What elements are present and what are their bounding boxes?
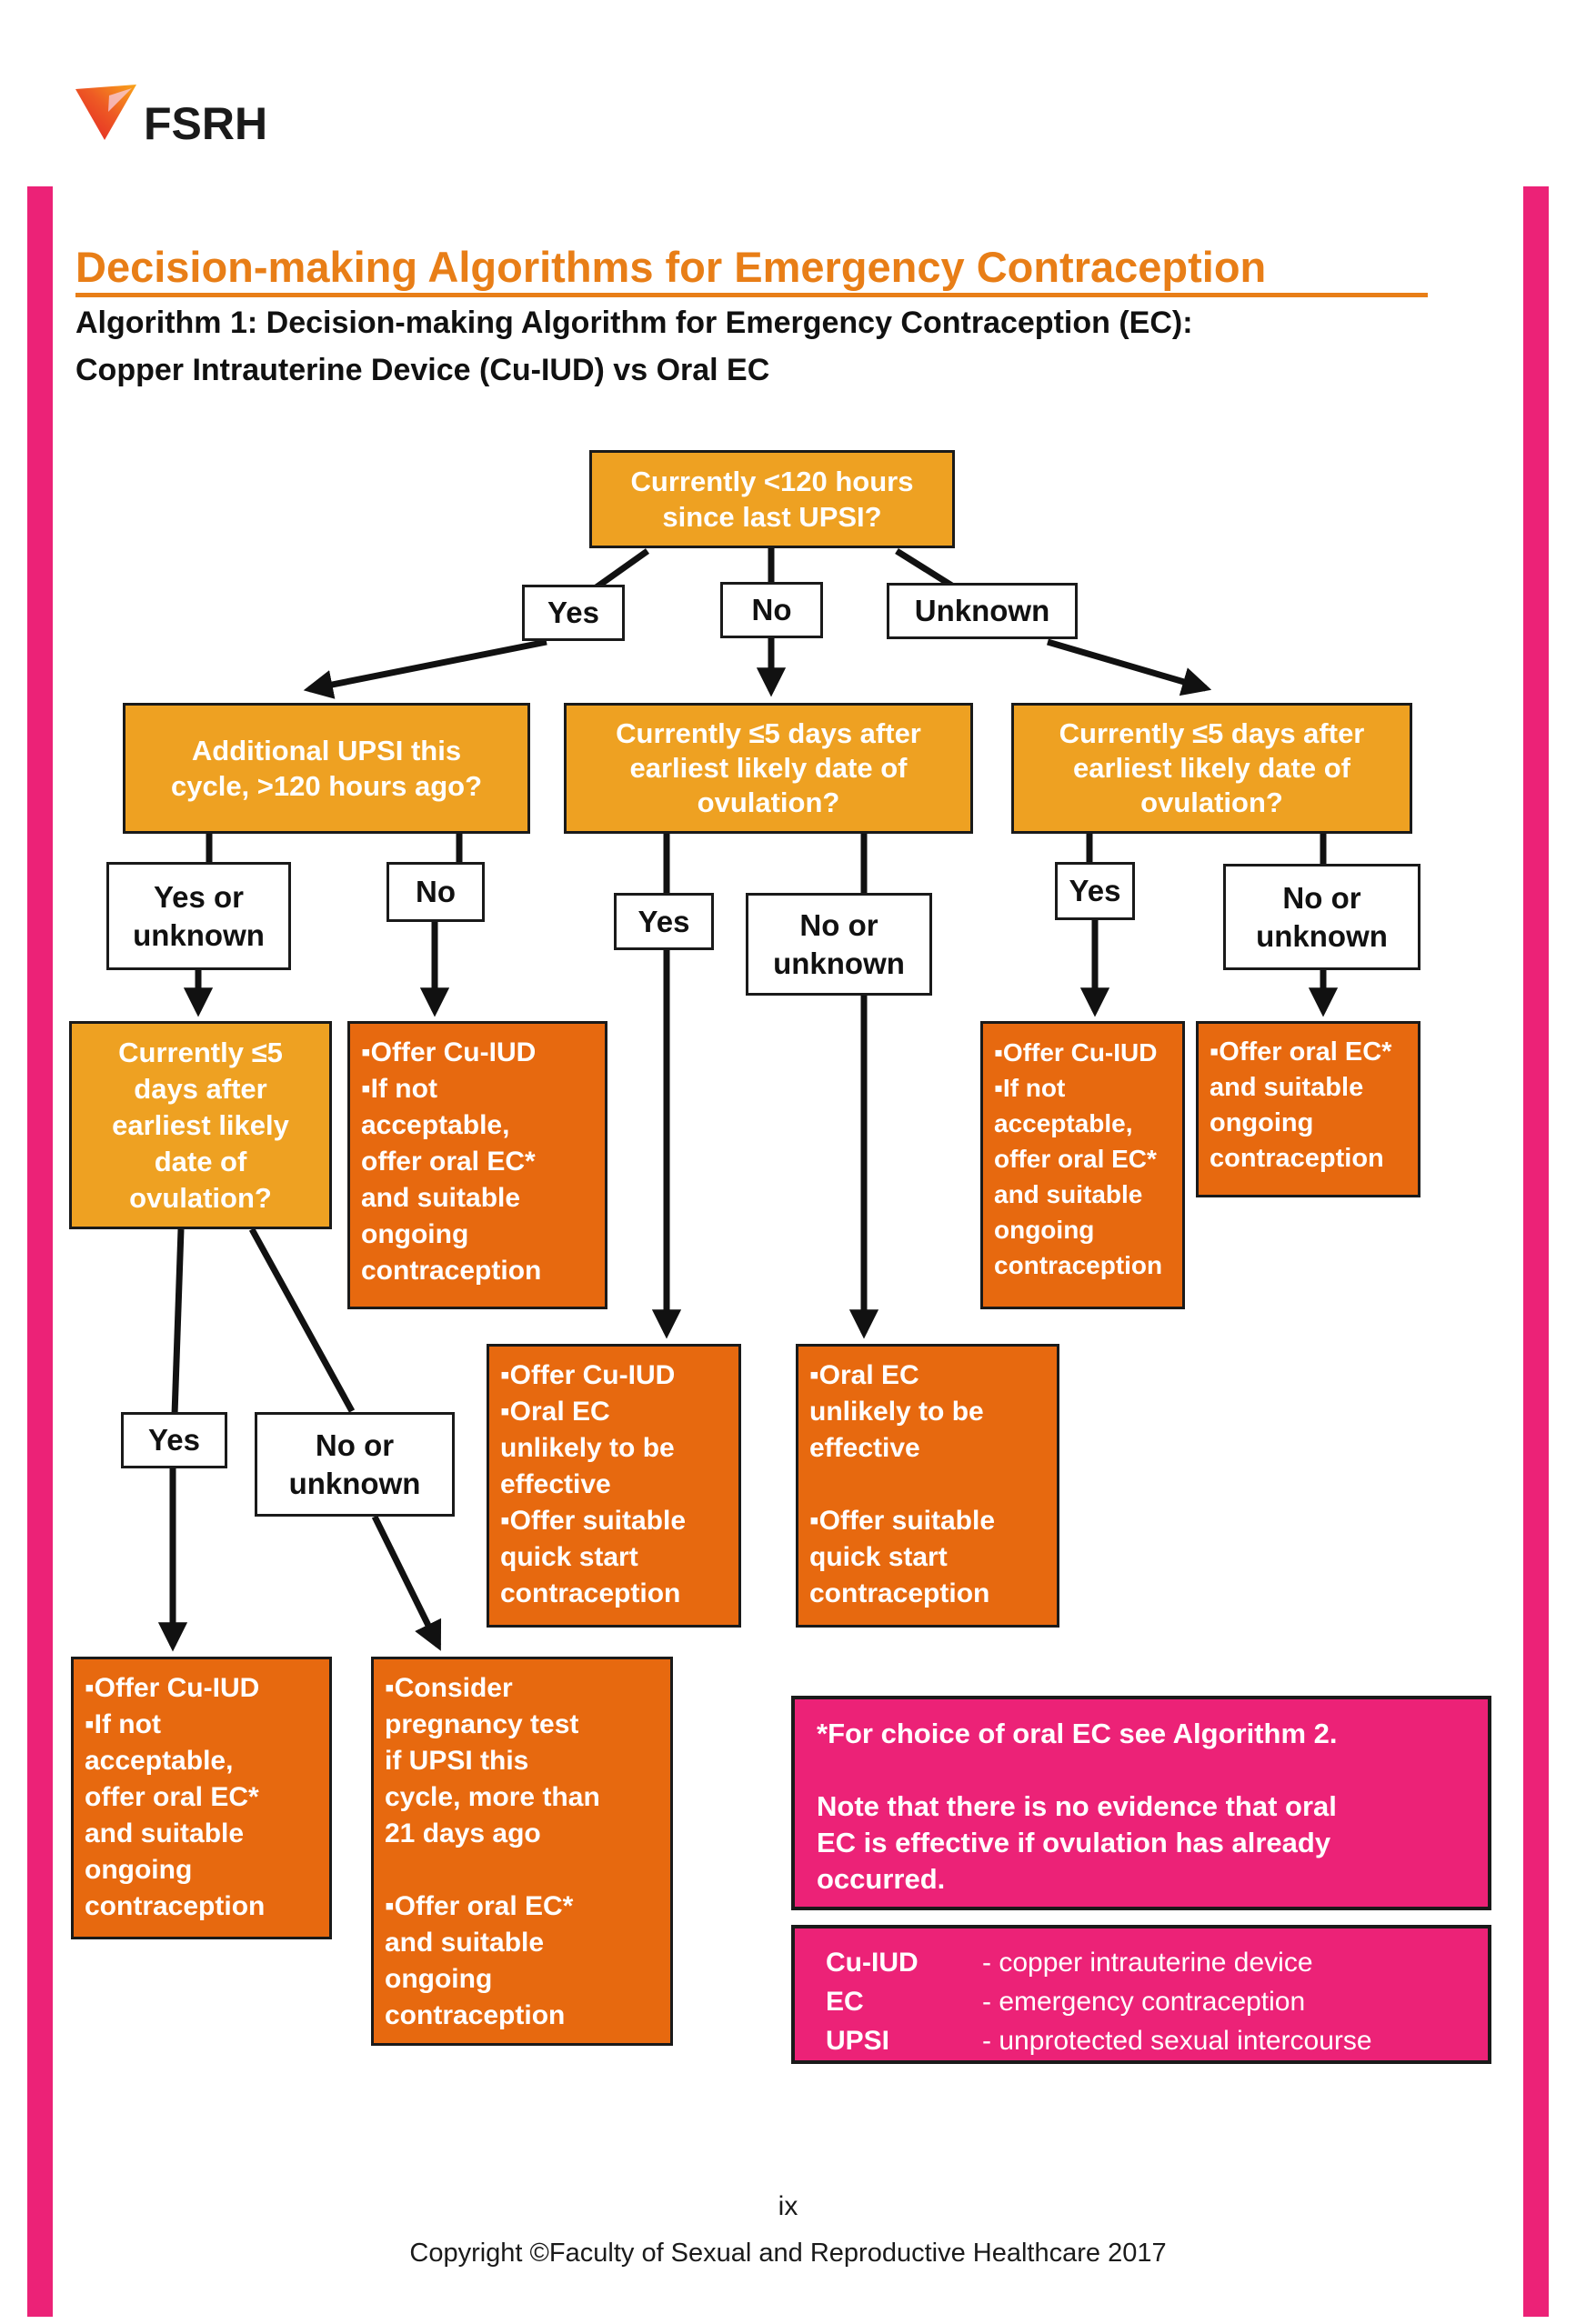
subtitle-line-1: Algorithm 1: Decision-making Algorithm f…: [75, 306, 1193, 340]
legend-row: EC - emergency contraception: [826, 1982, 1488, 2021]
legend-abbr: UPSI: [826, 2026, 890, 2056]
algorithm-note-box: *For choice of oral EC see Algorithm 2. …: [791, 1696, 1491, 1910]
node-ans-no-or-unknown-bottom: No or unknown: [255, 1412, 455, 1517]
node-consider-pregnancy-test: ▪Consider pregnancy test if UPSI this cy…: [371, 1657, 673, 2046]
legend-def: - copper intrauterine device: [982, 1948, 1313, 1978]
node-ans-yes-top: Yes: [522, 585, 625, 641]
node-ans-yes-right: Yes: [1055, 862, 1135, 920]
copyright-line: Copyright ©Faculty of Sexual and Reprodu…: [409, 2239, 1167, 2268]
legend-abbr: EC: [826, 1987, 864, 2017]
legend-row: Cu-IUD - copper intrauterine device: [826, 1943, 1488, 1982]
legend-row: UPSI - unprotected sexual intercourse: [826, 2021, 1488, 2060]
legend-box: Cu-IUD - copper intrauterine device EC -…: [791, 1925, 1491, 2064]
title-underline: [75, 293, 1428, 297]
node-q-ovulation-mid: Currently ≤5 days after earliest likely …: [564, 703, 973, 834]
node-offer-oral-ec-right: ▪Offer oral EC* and suitable ongoing con…: [1196, 1021, 1420, 1197]
legend-def: - unprotected sexual intercourse: [982, 2026, 1372, 2056]
page-number: ix: [778, 2191, 798, 2221]
node-ans-yes-mid: Yes: [614, 893, 714, 950]
subtitle-line-2: Copper Intrauterine Device (Cu-IUD) vs O…: [75, 353, 770, 387]
node-cuiud-oral-ec-unlikely: ▪Offer Cu-IUD ▪Oral EC unlikely to be ef…: [487, 1344, 741, 1628]
node-offer-cuiud-bottom: ▪Offer Cu-IUD ▪If not acceptable, offer …: [71, 1657, 332, 1939]
node-offer-cuiud-left: ▪Offer Cu-IUD ▪If not acceptable, offer …: [347, 1021, 607, 1309]
fsrh-logo-text: FSRH: [144, 98, 268, 149]
page-title: Decision-making Algorithms for Emergency…: [75, 243, 1267, 291]
legend-abbr: Cu-IUD: [826, 1948, 918, 1978]
node-ans-unknown-top: Unknown: [887, 583, 1078, 639]
legend-def: - emergency contraception: [982, 1987, 1306, 2017]
node-ans-no-or-unknown-right: No or unknown: [1223, 864, 1420, 970]
node-ans-no-top: No: [720, 582, 823, 638]
node-q-ovulation-left: Currently ≤5 days after earliest likely …: [69, 1021, 332, 1229]
left-accent-bar: [27, 186, 53, 2317]
node-q-ovulation-right: Currently ≤5 days after earliest likely …: [1011, 703, 1412, 834]
node-ans-yes-bottom: Yes: [121, 1412, 227, 1468]
node-ans-no-or-unknown-mid: No or unknown: [746, 893, 932, 996]
node-oral-ec-unlikely: ▪Oral EC unlikely to be effective ▪Offer…: [796, 1344, 1059, 1628]
node-q-additional-upsi: Additional UPSI this cycle, >120 hours a…: [123, 703, 530, 834]
right-accent-bar: [1523, 186, 1549, 2317]
node-ans-yes-or-unknown-left: Yes or unknown: [106, 862, 291, 970]
fsrh-logo: FSRH: [75, 84, 267, 146]
node-offer-cuiud-right: ▪Offer Cu-IUD ▪If not acceptable, offer …: [980, 1021, 1185, 1309]
fsrh-logo-icon: [75, 84, 138, 146]
node-q-start: Currently <120 hours since last UPSI?: [589, 450, 955, 548]
node-ans-no-left: No: [386, 862, 485, 922]
